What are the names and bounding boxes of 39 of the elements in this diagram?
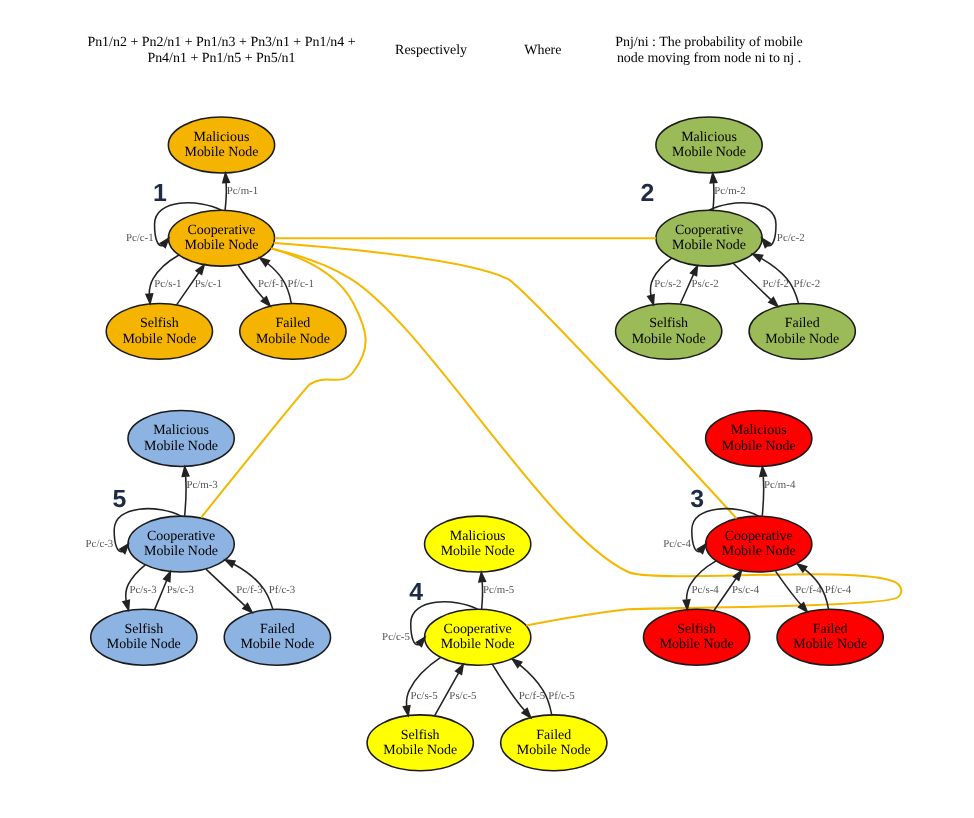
arrow	[402, 656, 442, 718]
arrow	[181, 464, 190, 517]
arrow	[237, 264, 272, 308]
arrow	[713, 568, 743, 612]
arrow	[477, 570, 487, 610]
arrow	[679, 263, 699, 305]
node-label: 1	[152, 178, 167, 207]
connector	[274, 237, 657, 240]
arrow	[750, 253, 800, 305]
arrow	[153, 202, 223, 249]
node-label: 4	[409, 577, 424, 606]
arrow	[175, 262, 206, 306]
arrow	[732, 262, 780, 309]
arrow	[433, 662, 465, 717]
arrow	[491, 663, 533, 720]
arrow	[409, 601, 479, 648]
arrow	[144, 254, 180, 306]
connector	[273, 242, 738, 520]
node-label: 5	[112, 484, 127, 513]
arrow	[258, 256, 293, 304]
arrow	[774, 570, 809, 614]
arrow	[691, 507, 760, 555]
connector	[270, 247, 901, 627]
arrow	[795, 562, 830, 610]
node-label: 2	[640, 178, 655, 207]
arrow	[205, 568, 254, 614]
connector	[200, 247, 367, 519]
arrow	[646, 257, 673, 307]
arrow	[221, 170, 231, 211]
arrow	[223, 558, 274, 610]
arrow	[153, 569, 172, 611]
arrow	[113, 507, 182, 555]
arrow	[510, 657, 553, 716]
node-label: 3	[690, 484, 705, 513]
arrow	[708, 202, 777, 249]
arrow	[682, 560, 717, 612]
arrow	[758, 464, 768, 517]
arrow	[709, 170, 718, 211]
arrow	[121, 564, 147, 613]
